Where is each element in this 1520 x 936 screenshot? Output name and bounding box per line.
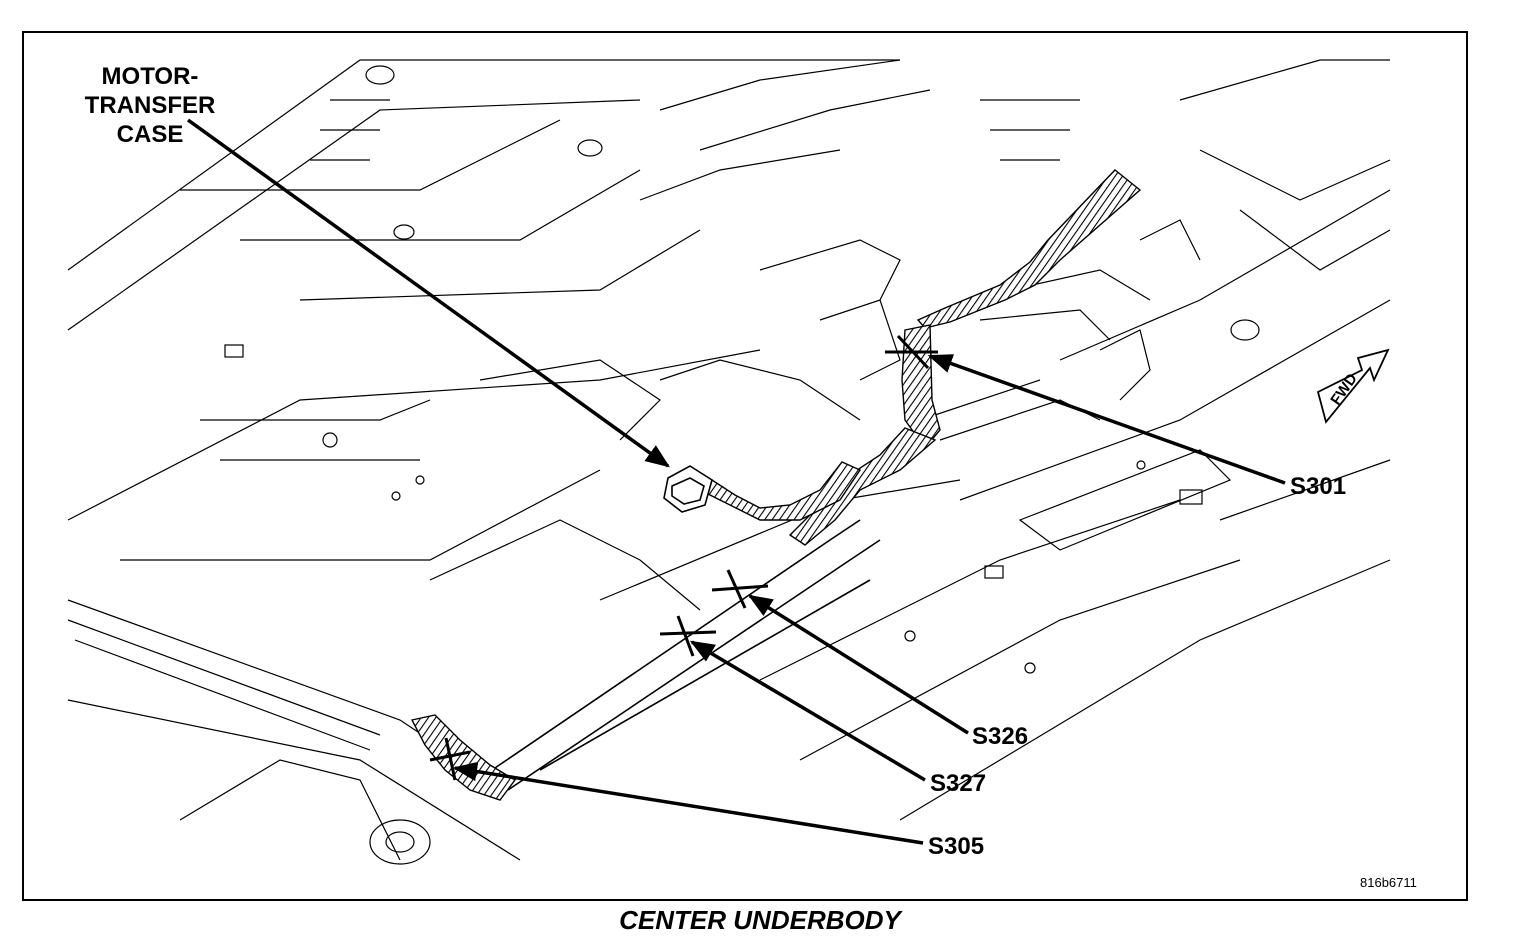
figure-id: 816b6711: [1360, 875, 1417, 890]
callout-s305: S305: [928, 833, 985, 860]
transfer-case-connector: [663, 465, 713, 513]
callout-motor-line-1: MOTOR-: [101, 63, 199, 90]
diagram-frame: [22, 31, 1468, 901]
floor-holes: [224, 65, 1260, 865]
callout-s327: S327: [930, 770, 987, 797]
fwd-arrow: FWD: [1316, 348, 1390, 424]
leader-lines: [186, 118, 1286, 845]
leader-s301: [927, 354, 1286, 485]
callout-motor-line-3: CASE: [116, 121, 184, 148]
wiring-harness: [410, 169, 1142, 801]
callout-s301: S301: [1290, 473, 1347, 500]
leader-s327: [689, 640, 926, 782]
leader-s305: [452, 761, 924, 845]
callout-motor-transfer-case: MOTOR- TRANSFER CASE: [60, 62, 240, 149]
leader-motor-transfer-case: [186, 118, 670, 468]
splice-markers: [429, 334, 938, 781]
figure-caption: CENTER UNDERBODY: [619, 905, 901, 935]
leader-s326: [747, 594, 969, 735]
callout-s326: S326: [972, 723, 1029, 750]
callout-motor-line-2: TRANSFER: [84, 92, 216, 119]
harness-conduit: [491, 519, 881, 791]
floor-pan-linework: [67, 59, 1391, 861]
